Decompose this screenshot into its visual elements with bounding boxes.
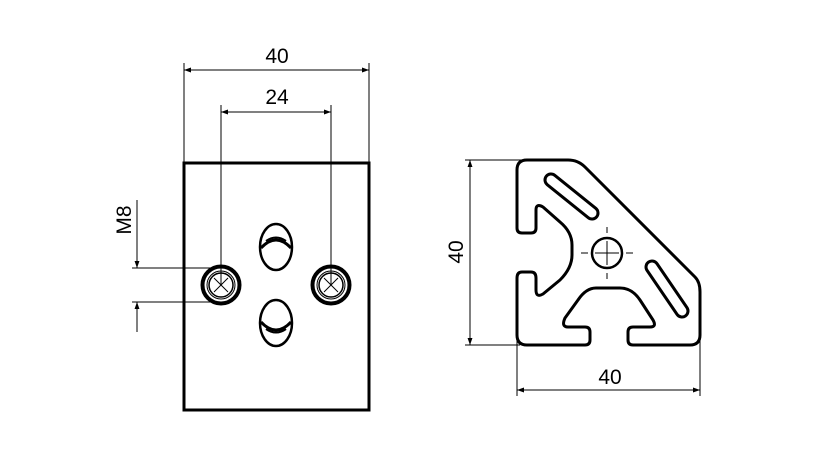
profile-slot-lower [644, 259, 690, 319]
plate-outline [182, 161, 371, 412]
screw-right [310, 264, 352, 306]
profile-view: 40 40 [445, 158, 702, 396]
screw-left [200, 264, 242, 306]
profile-height-label: 40 [445, 240, 468, 263]
slot-nut-top [258, 222, 294, 272]
profile-width-label: 40 [598, 366, 621, 389]
center-bore [581, 227, 633, 279]
profile-outline [515, 158, 702, 347]
front-view: 40 24 M8 [113, 45, 371, 412]
hole-spacing-label: 24 [265, 86, 289, 109]
profile-slot-upper [543, 172, 600, 221]
thread-label: M8 [113, 205, 136, 234]
front-width-label: 40 [265, 45, 288, 68]
slot-nut-bottom [258, 298, 294, 348]
